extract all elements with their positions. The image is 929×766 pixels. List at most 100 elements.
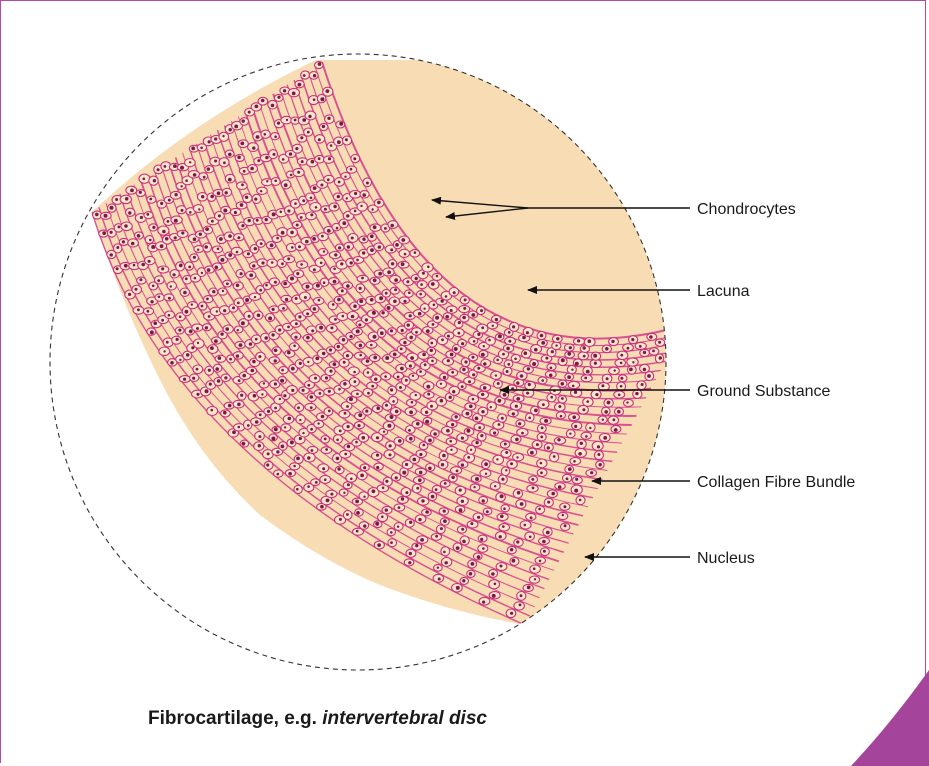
- nucleus: [297, 406, 300, 409]
- nucleus: [236, 251, 239, 254]
- chondrocyte: [313, 298, 324, 305]
- nucleus: [158, 296, 161, 299]
- nucleus: [574, 391, 577, 394]
- nucleus: [478, 426, 481, 429]
- chondrocyte: [514, 602, 525, 610]
- chondrocyte: [490, 429, 499, 436]
- chondrocyte: [510, 557, 519, 565]
- nucleus: [280, 211, 283, 214]
- nucleus: [453, 291, 456, 294]
- chondrocyte: [611, 426, 621, 433]
- chondrocyte: [416, 450, 426, 458]
- nucleus: [494, 485, 496, 487]
- nucleus: [152, 226, 155, 229]
- chondrocyte: [265, 314, 274, 322]
- chondrocyte: [209, 288, 218, 296]
- nucleus: [307, 456, 310, 459]
- nucleus: [338, 388, 341, 391]
- nucleus: [347, 483, 350, 486]
- caption-example: intervertebral disc: [322, 708, 487, 729]
- nucleus: [531, 478, 534, 481]
- chondrocyte: [440, 373, 448, 380]
- nucleus: [131, 242, 135, 246]
- chondrocyte: [374, 463, 383, 470]
- chondrocyte: [334, 296, 343, 304]
- nucleus: [406, 280, 409, 283]
- chondrocyte: [315, 155, 325, 163]
- nucleus: [450, 353, 454, 357]
- chondrocyte: [599, 433, 610, 441]
- chondrocyte: [436, 397, 447, 406]
- chondrocyte: [278, 304, 287, 311]
- nucleus: [567, 375, 571, 379]
- nucleus: [218, 214, 221, 217]
- nucleus: [274, 407, 277, 410]
- nucleus: [428, 467, 432, 471]
- nucleus: [351, 237, 354, 240]
- nucleus: [370, 298, 374, 302]
- nucleus: [189, 211, 192, 214]
- chondrocyte: [460, 577, 469, 584]
- nucleus: [296, 224, 299, 227]
- nucleus: [251, 369, 255, 373]
- chondrocyte: [233, 282, 243, 290]
- chondrocyte: [432, 485, 441, 493]
- nucleus: [191, 147, 195, 151]
- nucleus: [520, 502, 524, 506]
- nucleus: [185, 310, 189, 314]
- nucleus: [321, 235, 324, 238]
- chondrocyte: [537, 339, 547, 346]
- nucleus: [381, 516, 384, 519]
- nucleus: [196, 327, 199, 330]
- nucleus: [215, 367, 219, 371]
- chondrocyte: [538, 377, 547, 384]
- chondrocyte: [552, 335, 562, 342]
- chondrocyte: [199, 173, 208, 180]
- nucleus: [516, 381, 519, 384]
- nucleus: [160, 244, 164, 248]
- nucleus: [495, 318, 498, 321]
- chondrocyte: [391, 408, 401, 416]
- nucleus: [379, 296, 383, 300]
- nucleus: [435, 316, 439, 320]
- chondrocyte: [530, 565, 541, 573]
- chondrocyte: [172, 336, 182, 344]
- chondrocyte: [165, 311, 175, 319]
- nucleus: [498, 399, 502, 403]
- nucleus: [575, 362, 579, 366]
- nucleus: [594, 362, 597, 365]
- nucleus: [389, 453, 392, 456]
- chondrocyte: [489, 569, 498, 577]
- chondrocyte: [203, 296, 212, 303]
- chondrocyte: [506, 609, 516, 618]
- nucleus: [318, 138, 321, 141]
- chondrocyte: [339, 410, 350, 418]
- chondrocyte: [237, 182, 248, 190]
- chondrocyte: [314, 390, 324, 397]
- nucleus: [415, 394, 417, 396]
- nucleus: [247, 252, 250, 255]
- chondrocyte: [293, 270, 303, 278]
- nucleus: [462, 579, 465, 582]
- nucleus: [133, 264, 136, 267]
- nucleus: [527, 586, 531, 590]
- nucleus: [354, 380, 357, 383]
- nucleus: [237, 329, 239, 331]
- chondrocyte: [329, 252, 340, 259]
- nucleus: [276, 237, 279, 240]
- nucleus: [259, 413, 262, 416]
- nucleus: [359, 354, 362, 357]
- nucleus: [400, 348, 403, 351]
- nucleus: [607, 401, 611, 405]
- nucleus: [501, 417, 504, 420]
- chondrocyte: [404, 290, 413, 297]
- nucleus: [193, 237, 197, 241]
- chondrocyte: [213, 263, 223, 270]
- chondrocyte: [389, 396, 398, 405]
- chondrocyte: [623, 344, 634, 351]
- chondrocyte: [233, 400, 244, 408]
- chondrocyte: [455, 486, 466, 495]
- chondrocyte: [194, 246, 204, 253]
- nucleus: [409, 521, 412, 524]
- chondrocyte: [203, 226, 212, 234]
